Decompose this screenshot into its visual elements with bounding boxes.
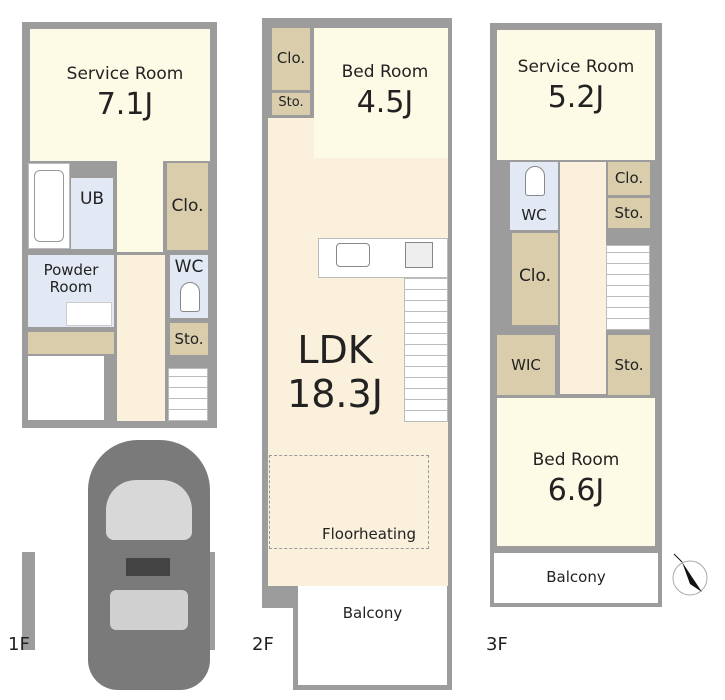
car-icon (88, 440, 210, 690)
floorheating-area (269, 455, 429, 549)
floor3-hall (560, 162, 606, 394)
floor1-storage (170, 323, 208, 355)
floor2-bed-room-name: Bed Room (341, 62, 429, 82)
floor3-closet-small-label: Clo. (614, 169, 644, 187)
floor3-storage-mid (608, 335, 650, 395)
floor1-ub-label: UB (79, 189, 105, 209)
floor2-balcony-label: Balcony (342, 604, 403, 622)
floor2-storage (272, 93, 310, 115)
floor2-storage-label: Sto. (278, 95, 304, 110)
floor1-corridor-upper (117, 160, 163, 252)
floor3-closet-large-label: Clo. (518, 266, 552, 286)
floor1-shelf (28, 332, 114, 354)
washbasin-icon (66, 302, 112, 326)
boundary-post-left (22, 552, 35, 650)
floor3-service-room (497, 30, 655, 160)
floor2-bed-room-size: 4.5J (356, 85, 414, 120)
floor3-closet-large (512, 233, 558, 325)
floor1-wc-label: WC (174, 257, 204, 277)
bathtub-icon (34, 170, 64, 242)
floor3-closet-small (608, 162, 650, 195)
floor1-label: 1F (8, 634, 30, 655)
toilet-icon (180, 282, 200, 312)
sink-icon (336, 243, 370, 267)
floorheating-label: Floorheating (322, 525, 417, 543)
floor1-entrance (28, 356, 104, 420)
floor3-stairs (606, 245, 650, 330)
floor3-balcony-label: Balcony (546, 568, 606, 586)
floor2-label: 2F (252, 634, 274, 655)
floor3-service-room-size: 5.2J (547, 80, 605, 115)
floor1-storage-label: Sto. (174, 330, 204, 348)
floor1-service-room (30, 29, 210, 161)
floor1-service-room-name: Service Room (66, 64, 184, 84)
floor3-bed-room-name: Bed Room (532, 450, 620, 470)
floor1-service-room-size: 7.1J (96, 87, 154, 122)
floor3-service-room-name: Service Room (517, 57, 635, 77)
floor2-bed-room (314, 28, 448, 158)
stove-icon (405, 242, 433, 268)
floor1-powder-room-label: Powder Room (43, 261, 99, 296)
floor2-stairs (404, 278, 448, 422)
floor3-wc-label: WC (521, 206, 547, 224)
floor2-ldk-name: LDK (297, 328, 373, 372)
floor3-toilet-icon (525, 166, 545, 196)
boundary-post-right (210, 552, 215, 650)
floor3-storage-top (608, 198, 650, 228)
floor1-closet (167, 163, 208, 250)
floor3-wic (497, 335, 555, 395)
floor3-label: 3F (486, 634, 508, 655)
floor3-bed-room (497, 398, 655, 546)
north-arrow-icon (672, 553, 708, 596)
floor2-closet-label: Clo. (276, 49, 306, 67)
floor3-wic-label: WIC (511, 356, 541, 374)
floor3-balcony (490, 553, 662, 607)
floor1-stairs (168, 368, 208, 421)
floor2-ldk-size: 18.3J (287, 372, 383, 416)
floor2-balcony (293, 586, 452, 690)
floor3-bed-room-size: 6.6J (547, 473, 605, 508)
floor1-hall (117, 255, 165, 421)
floor1-closet-label: Clo. (171, 196, 204, 216)
floor3-storage-mid-label: Sto. (614, 356, 644, 374)
floor2-closet (272, 28, 310, 90)
floor3-storage-top-label: Sto. (614, 204, 644, 222)
floor1-ub (71, 178, 113, 249)
